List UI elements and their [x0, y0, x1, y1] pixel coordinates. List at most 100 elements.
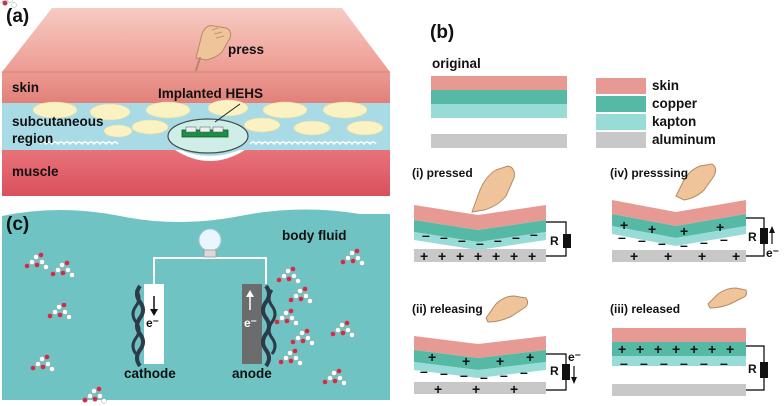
svg-text:–: –	[720, 231, 728, 247]
svg-text:–: –	[458, 232, 466, 248]
anode-electron-label: e⁻	[244, 316, 258, 330]
original-label: original	[432, 56, 481, 71]
svg-text:+: +	[474, 248, 482, 264]
circuit-wire	[153, 257, 267, 284]
svg-text:+: +	[716, 219, 724, 235]
legend-swatch-skin	[596, 78, 646, 94]
svg-text:–: –	[618, 229, 626, 245]
resistor-label-pressed: R	[550, 234, 559, 248]
svg-text:–: –	[700, 234, 708, 250]
svg-text:+: +	[664, 248, 672, 264]
svg-text:+: +	[726, 341, 734, 357]
state-releasing-diagram: ++++ ––– ––– +++	[414, 295, 577, 397]
svg-text:+: +	[636, 341, 644, 357]
svg-text:+: +	[526, 349, 534, 365]
svg-text:–: –	[422, 227, 430, 243]
svg-text:+: +	[654, 341, 662, 357]
subcutaneous-layer	[2, 99, 390, 156]
svg-text:–: –	[440, 365, 448, 381]
legend-label-kapton: kapton	[652, 114, 697, 129]
cathode-label: cathode	[124, 366, 176, 381]
pressing-hand-icon	[675, 163, 717, 201]
implanted-device	[167, 103, 249, 154]
svg-text:+: +	[620, 217, 628, 233]
original-stack	[431, 76, 567, 148]
implant-label: Implanted HEHS	[158, 86, 264, 101]
legend-swatch-copper	[596, 96, 646, 112]
electron-label-releasing: e⁻	[568, 350, 582, 364]
svg-text:–: –	[530, 226, 538, 242]
svg-text:+: +	[438, 248, 446, 264]
svg-text:+: +	[732, 248, 740, 264]
svg-text:+: +	[648, 221, 656, 237]
svg-text:+: +	[690, 341, 698, 357]
pressing-hand-icon	[471, 165, 515, 213]
glucose-molecules	[0, 0, 365, 404]
legend-swatch-kapton	[596, 114, 646, 130]
panel-b-label: (b)	[430, 22, 455, 43]
legend-label-copper: copper	[652, 96, 698, 111]
state-releasing-label: (ii) releasing	[412, 302, 483, 316]
press-label: press	[228, 42, 265, 57]
electron-label-pressing: e⁻	[766, 246, 780, 260]
resistor-label-released: R	[748, 362, 757, 376]
region-label: region	[12, 131, 54, 146]
svg-text:+: +	[434, 381, 442, 397]
svg-text:–: –	[480, 369, 488, 385]
svg-text:–: –	[512, 229, 520, 245]
svg-text:–: –	[680, 355, 688, 371]
state-pressing-label: (iv) presssing	[610, 166, 689, 180]
svg-text:+: +	[672, 341, 680, 357]
svg-text:+: +	[618, 341, 626, 357]
svg-text:+: +	[680, 223, 688, 239]
svg-text:+: +	[528, 248, 536, 264]
svg-text:–: –	[460, 367, 468, 383]
state-pressed-diagram: ––– –––– +++ ++++	[414, 165, 571, 264]
svg-text:+: +	[510, 248, 518, 264]
svg-text:–: –	[476, 235, 484, 251]
muscle-label: muscle	[12, 164, 59, 179]
svg-text:+: +	[510, 381, 518, 397]
releasing-hand-icon	[485, 295, 529, 323]
svg-text:–: –	[520, 364, 528, 380]
skin-label: skin	[12, 80, 40, 95]
anode-electrode	[242, 284, 277, 368]
svg-text:+: +	[420, 248, 428, 264]
legend-label-skin: skin	[652, 78, 680, 93]
svg-text:+: +	[630, 248, 638, 264]
svg-text:+: +	[496, 353, 504, 369]
svg-text:–: –	[500, 367, 508, 383]
svg-text:–: –	[680, 237, 688, 253]
svg-text:–: –	[658, 235, 666, 251]
svg-text:–: –	[638, 232, 646, 248]
resistor-label-releasing: R	[550, 364, 559, 378]
svg-text:–: –	[494, 232, 502, 248]
svg-text:–: –	[700, 355, 708, 371]
svg-text:+: +	[456, 248, 464, 264]
body-fluid-label: body fluid	[282, 228, 347, 243]
legend-label-aluminum: aluminum	[652, 132, 716, 147]
svg-text:–: –	[420, 363, 428, 379]
svg-text:–: –	[440, 229, 448, 245]
pressing-hand-icon	[195, 25, 231, 71]
subcutaneous-label: subcutaneous	[12, 114, 104, 129]
light-bulb-icon	[198, 228, 222, 258]
panel-a-label: (a)	[6, 6, 30, 27]
state-released-diagram: ++++ +++ ––– –––	[612, 287, 768, 396]
svg-text:+: +	[698, 248, 706, 264]
panel-c-label: (c)	[6, 214, 30, 235]
svg-text:+: +	[462, 353, 470, 369]
svg-text:+: +	[428, 349, 436, 365]
state-pressed-label: (i) pressed	[412, 166, 473, 180]
cathode-electron-label: e⁻	[146, 316, 160, 330]
svg-text:+: +	[708, 341, 716, 357]
released-hand-icon	[707, 287, 747, 309]
state-released-label: (iii) released	[610, 302, 681, 316]
svg-text:–: –	[660, 355, 668, 371]
svg-text:–: –	[640, 355, 648, 371]
cathode-electrode	[131, 284, 164, 368]
svg-text:+: +	[492, 248, 500, 264]
resistor-label-pressing: R	[748, 230, 757, 244]
svg-text:–: –	[620, 355, 628, 371]
